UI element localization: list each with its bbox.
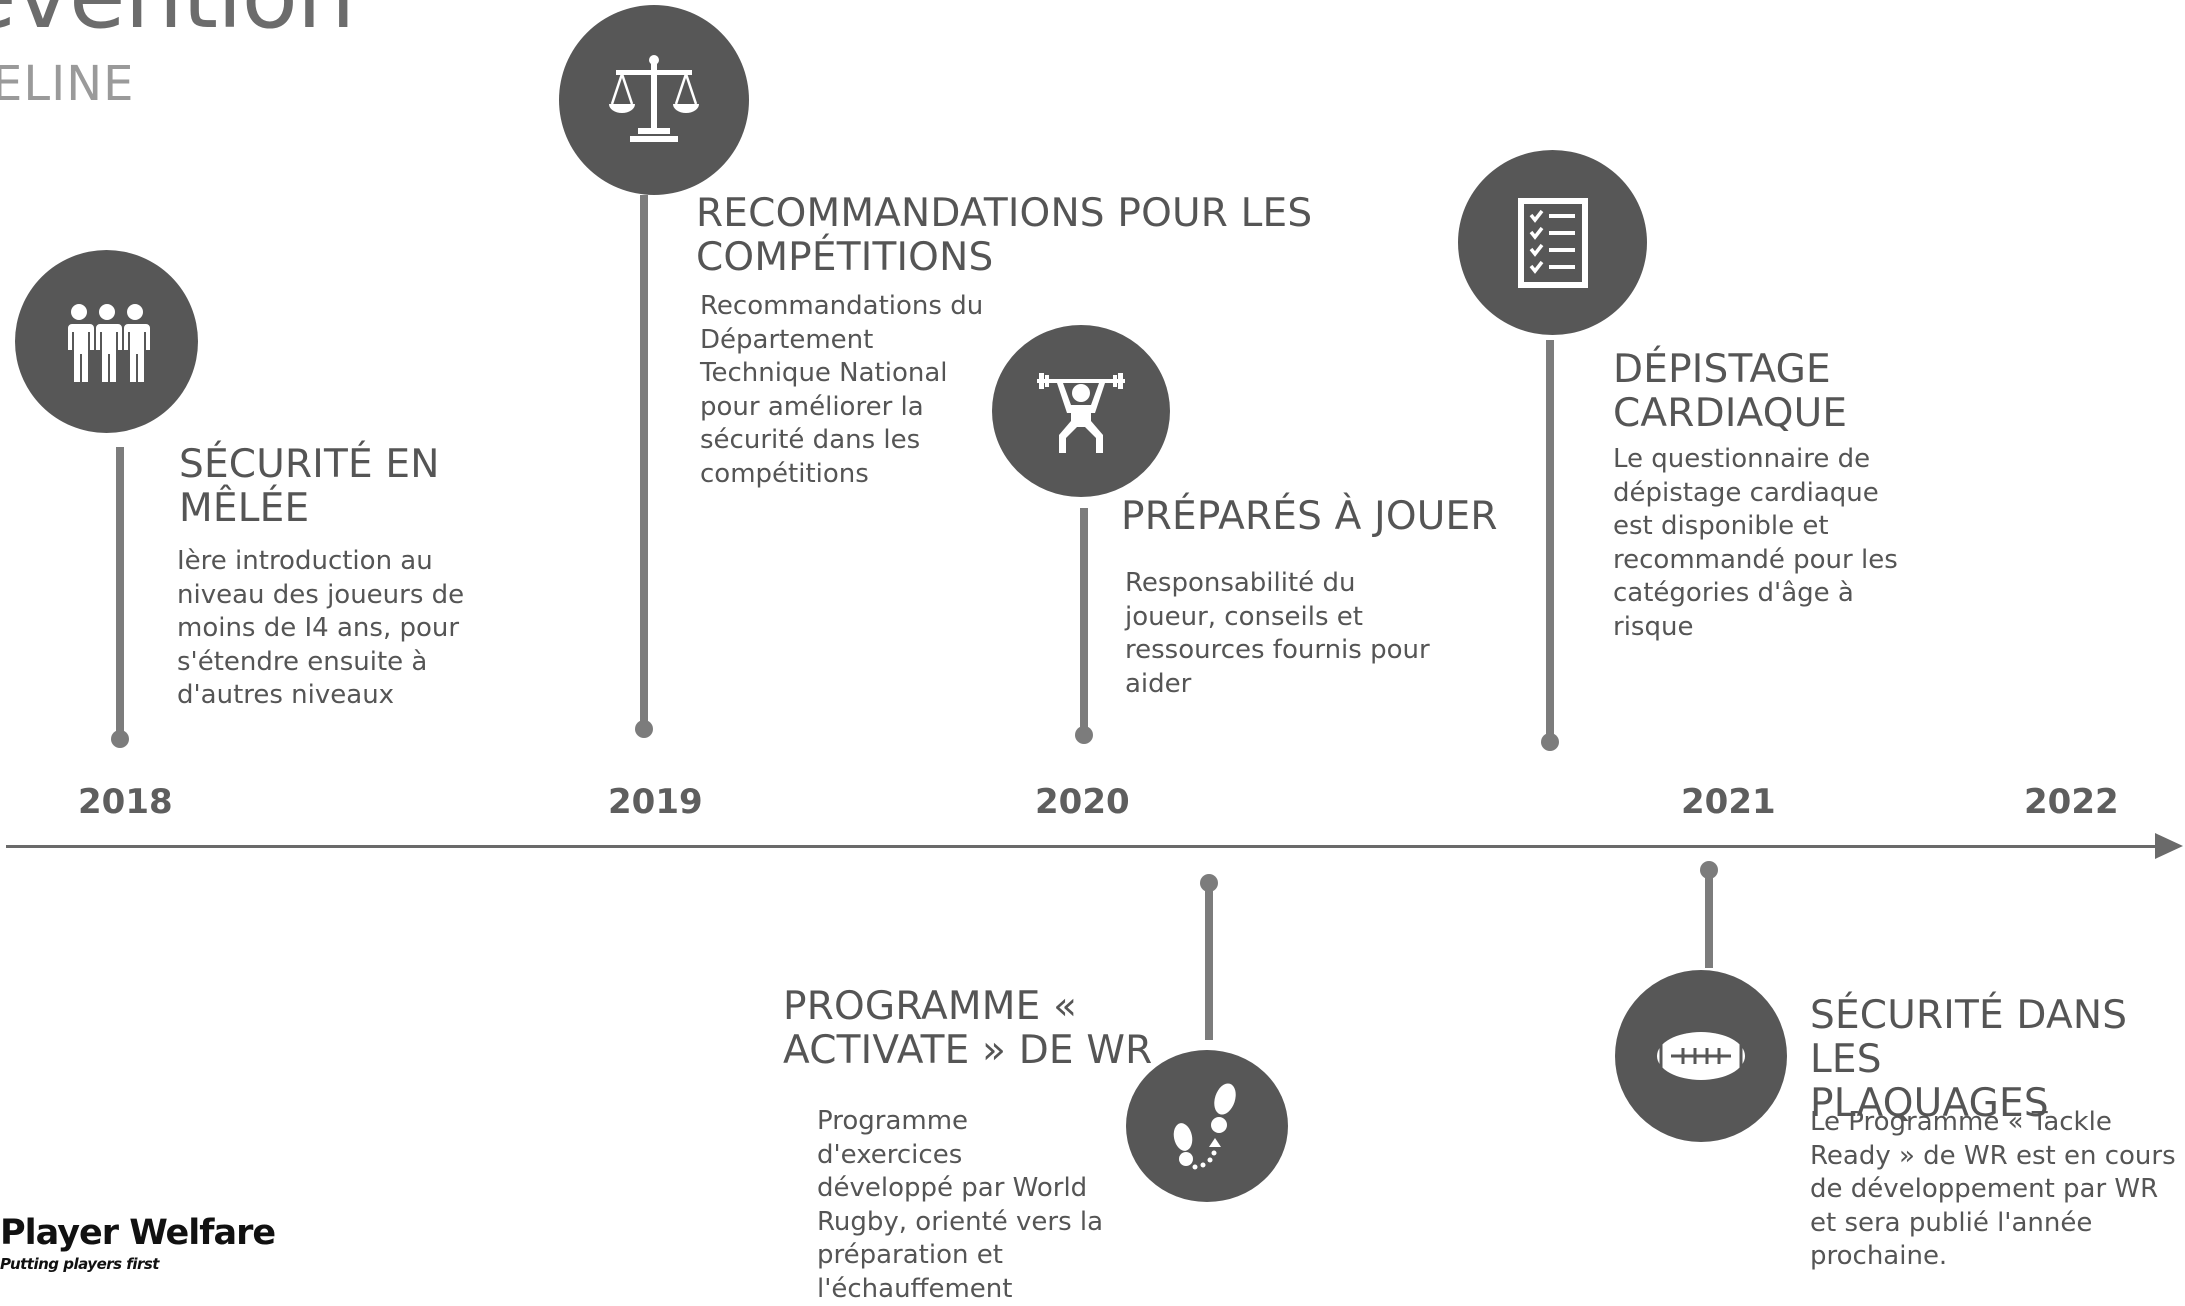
- event-title: PROGRAMME « ACTIVATE » DE WR: [783, 984, 1153, 1073]
- event-icon-circle: [15, 250, 198, 433]
- event-icon-circle: [1458, 150, 1647, 335]
- event-stem: [1705, 868, 1713, 968]
- event-stem: [1080, 508, 1088, 733]
- event-description: Recommandations du Département Technique…: [700, 291, 984, 489]
- event-title: SÉCURITÉ EN MÊLÉE: [179, 442, 440, 531]
- year-label-2018: 2018: [78, 782, 173, 822]
- year-label-2019: 2019: [608, 782, 703, 822]
- event-stem: [640, 195, 648, 725]
- year-label-2020: 2020: [1035, 782, 1130, 822]
- group-of-people-icon: [67, 303, 150, 382]
- event-marker-dot: [635, 720, 653, 738]
- event-icon-circle: [1126, 1050, 1288, 1202]
- page-subtitle: ELINE: [0, 56, 135, 112]
- timeline-arrowhead-icon: [2155, 833, 2183, 859]
- event-marker-dot: [1075, 726, 1093, 744]
- event-title: RECOMMANDATIONS POUR LES COMPÉTITIONS: [696, 191, 1313, 280]
- event-marker-dot: [111, 730, 129, 748]
- rugby-ball-icon: [1657, 1032, 1745, 1080]
- event-stem: [1205, 880, 1213, 1040]
- player-welfare-logo: Player Welfare: [0, 1213, 276, 1253]
- event-title: PRÉPARÉS À JOUER: [1121, 494, 1498, 539]
- event-stem: [116, 447, 124, 737]
- event-icon-circle: [559, 5, 749, 195]
- event-description: Ière introduction au niveau des joueurs …: [177, 546, 465, 710]
- event-description: Responsabilité du joueur, conseils et re…: [1125, 568, 1430, 699]
- footsteps-icon: [1173, 1083, 1236, 1170]
- page-title: evention: [0, 0, 355, 49]
- event-marker-dot: [1541, 733, 1559, 751]
- event-icon-circle: [992, 325, 1170, 497]
- checklist-icon: [1517, 197, 1588, 288]
- event-description: Le questionnaire de dépistage cardiaque …: [1613, 444, 1898, 642]
- event-title: SÉCURITÉ DANS LES PLAQUAGES: [1810, 993, 2128, 1126]
- year-label-2022: 2022: [2024, 782, 2119, 822]
- event-title: DÉPISTAGE CARDIAQUE: [1613, 347, 1848, 436]
- scales-of-justice-icon: [609, 55, 699, 142]
- year-label-2021: 2021: [1681, 782, 1776, 822]
- event-description: Programme d'exercices développé par Worl…: [817, 1106, 1104, 1304]
- timeline-axis: [6, 845, 2156, 848]
- weightlifter-icon: [1037, 373, 1125, 453]
- event-icon-circle: [1615, 970, 1787, 1142]
- event-stem: [1546, 340, 1554, 740]
- event-description: Le Programme « Tackle Ready » de WR est …: [1810, 1107, 2176, 1271]
- logo-tagline: Putting players first: [0, 1255, 159, 1273]
